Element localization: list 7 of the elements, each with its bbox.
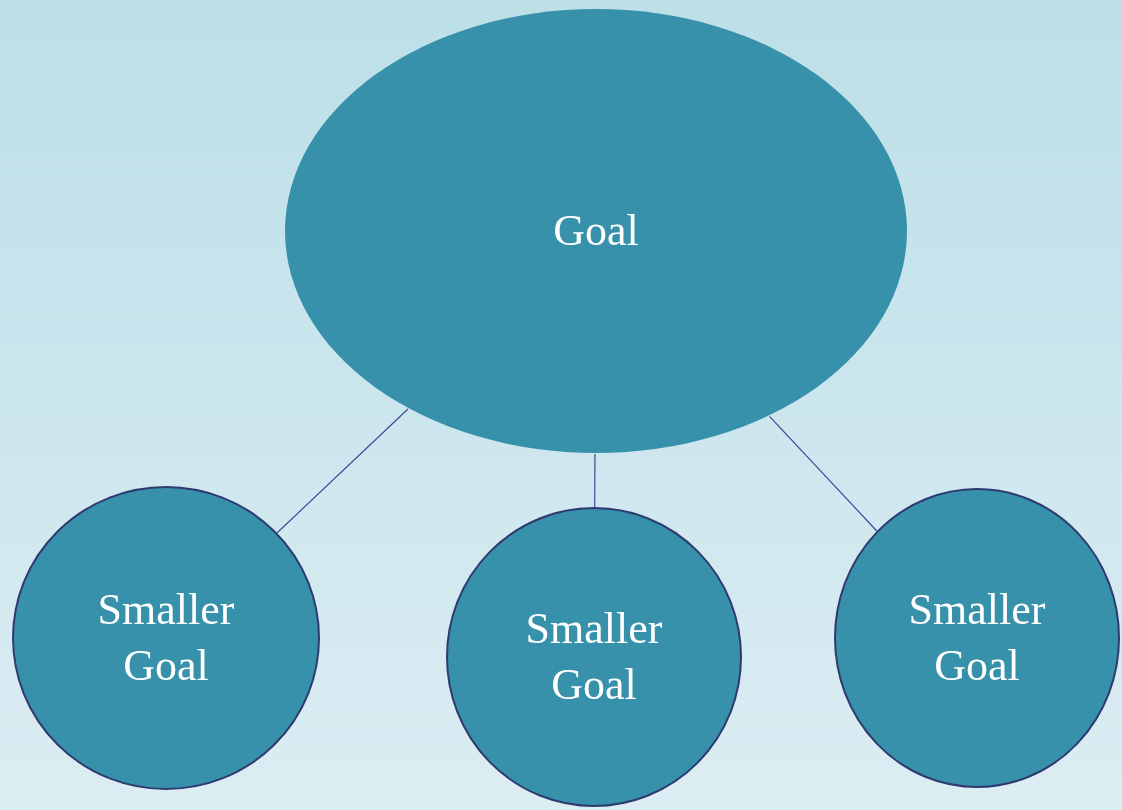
node-label: Smaller Goal bbox=[96, 584, 236, 692]
node-label: Smaller Goal bbox=[907, 584, 1047, 692]
connector-line bbox=[768, 415, 878, 532]
connector-line bbox=[594, 453, 596, 508]
connector-line bbox=[276, 408, 409, 534]
node-label: Goal bbox=[552, 205, 640, 257]
node-label: Smaller Goal bbox=[524, 603, 664, 711]
